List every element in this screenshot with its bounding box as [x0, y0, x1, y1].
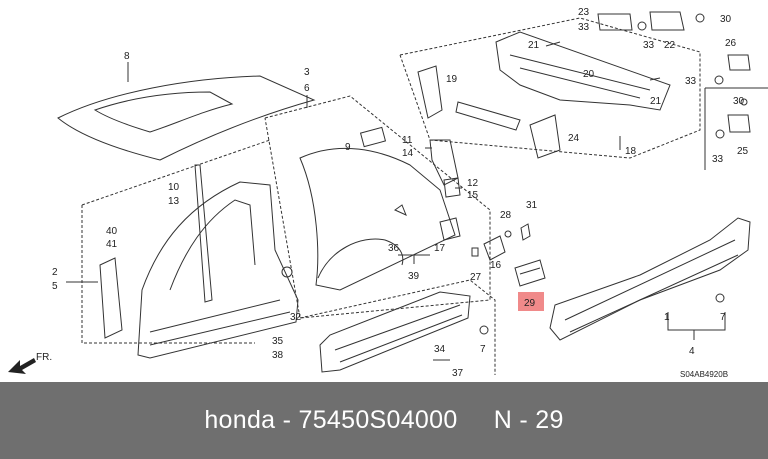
svg-text:13: 13 [168, 196, 180, 207]
part-25 [727, 114, 751, 133]
svg-text:7: 7 [720, 312, 726, 323]
brand-text: honda [204, 406, 276, 434]
rear-sill-34-37 [319, 291, 471, 373]
svg-text:17: 17 [434, 243, 446, 254]
svg-text:35: 35 [272, 336, 284, 347]
part-22 [649, 11, 685, 31]
svg-text:33: 33 [712, 154, 724, 165]
reference-text: N - 29 [493, 406, 564, 434]
svg-text:23: 23 [578, 7, 590, 18]
svg-text:22: 22 [664, 40, 676, 51]
direction-label: FR. [36, 352, 52, 363]
part-23 [597, 13, 633, 31]
parts-diagram: FR. 8 3 6 9 11 14 12 15 10 13 40 41 2 5 … [8, 7, 768, 379]
svg-text:27: 27 [470, 272, 482, 283]
svg-text:21: 21 [528, 40, 540, 51]
part-19 [417, 65, 443, 119]
part-11-14 [429, 139, 459, 186]
diagram-code: S04AB4920B [680, 370, 728, 379]
pillar-10-13 [194, 164, 213, 303]
part-29-highlight[interactable] [518, 292, 544, 311]
svg-text:11: 11 [402, 135, 413, 146]
svg-text:32: 32 [290, 312, 302, 323]
front-direction-arrow-icon [8, 358, 36, 374]
roof-sunroof-opening [93, 91, 234, 133]
svg-text:26: 26 [725, 38, 737, 49]
svg-text:12: 12 [467, 178, 479, 189]
svg-text:1: 1 [664, 312, 670, 323]
svg-text:20: 20 [583, 69, 595, 80]
svg-text:16: 16 [490, 260, 502, 271]
part-24 [529, 114, 561, 159]
svg-text:39: 39 [408, 271, 420, 282]
side-sill-4 [549, 217, 751, 341]
part-number-text: 75450S04000 [298, 406, 458, 434]
part-22-bar [455, 101, 521, 131]
svg-text:19: 19 [446, 74, 458, 85]
callout-labels: 8 3 6 9 11 14 12 15 10 13 40 41 2 5 32 3… [52, 7, 749, 379]
svg-text:21: 21 [650, 96, 662, 107]
svg-text:5: 5 [52, 281, 58, 292]
svg-text:41: 41 [106, 239, 118, 250]
rear-quarter-panel [299, 147, 456, 291]
fuel-door-17 [439, 217, 461, 241]
svg-text:24: 24 [568, 133, 580, 144]
part-26 [727, 54, 751, 71]
part-16 [483, 235, 506, 261]
part-caption-bar: honda - 75450S04000 N - 29 [0, 382, 768, 459]
separator-text: - [282, 406, 292, 434]
svg-text:3: 3 [304, 67, 310, 78]
svg-text:8: 8 [124, 51, 130, 62]
bracket-40-41 [99, 257, 123, 339]
svg-text:31: 31 [526, 200, 538, 211]
svg-text:7: 7 [480, 344, 486, 355]
svg-text:30: 30 [733, 96, 745, 107]
svg-text:33: 33 [685, 76, 697, 87]
roof-panel-outline [57, 75, 316, 161]
svg-text:40: 40 [106, 226, 118, 237]
svg-text:36: 36 [388, 243, 400, 254]
svg-text:29: 29 [524, 298, 536, 309]
svg-text:25: 25 [737, 146, 749, 157]
outer-side-panel [137, 181, 299, 359]
svg-text:4: 4 [689, 346, 695, 357]
part-29-body [514, 259, 546, 287]
svg-text:6: 6 [304, 83, 310, 94]
svg-text:30: 30 [720, 14, 732, 25]
rear-panel-18 [495, 31, 671, 111]
part-9-patch [359, 126, 387, 148]
svg-text:28: 28 [500, 210, 512, 221]
svg-text:18: 18 [625, 146, 637, 157]
svg-text:14: 14 [402, 148, 414, 159]
svg-text:9: 9 [345, 142, 351, 153]
svg-text:33: 33 [643, 40, 655, 51]
svg-text:38: 38 [272, 350, 284, 361]
svg-text:33: 33 [578, 22, 590, 33]
part-12-15 [443, 177, 461, 198]
svg-text:2: 2 [52, 267, 58, 278]
svg-text:15: 15 [467, 190, 479, 201]
svg-text:34: 34 [434, 344, 446, 355]
svg-text:10: 10 [168, 182, 180, 193]
svg-text:37: 37 [452, 368, 464, 379]
